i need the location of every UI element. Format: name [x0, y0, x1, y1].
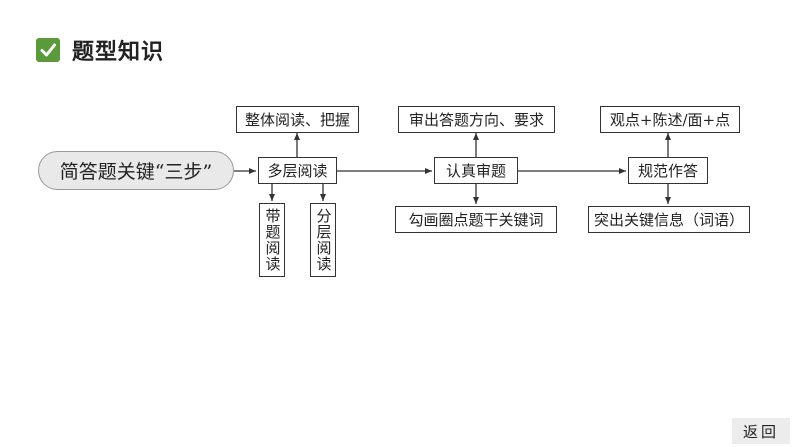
back-button[interactable]: 返回: [732, 418, 790, 444]
step1-sub-right-node: 分层阅读: [310, 203, 336, 277]
check-icon: [36, 38, 60, 62]
page-title: 题型知识: [72, 40, 165, 65]
step2-node: 认真审题: [434, 157, 518, 184]
step1-node: 多层阅读: [258, 157, 337, 184]
step3-node: 规范作答: [628, 157, 708, 184]
root-node: 简答题关键“三步”: [38, 151, 234, 190]
section-header: 题型知识: [36, 36, 165, 65]
step2-bottom-node: 勾画圈点题干关键词: [395, 206, 557, 233]
step3-top-node: 观点+陈述/面+点: [600, 106, 740, 133]
step1-sub-left-node: 带题阅读: [259, 203, 285, 277]
step3-bottom-node: 突出关键信息（词语）: [588, 206, 750, 233]
step2-top-node: 审出答题方向、要求: [398, 106, 555, 133]
step1-top-node: 整体阅读、把握: [236, 106, 359, 133]
